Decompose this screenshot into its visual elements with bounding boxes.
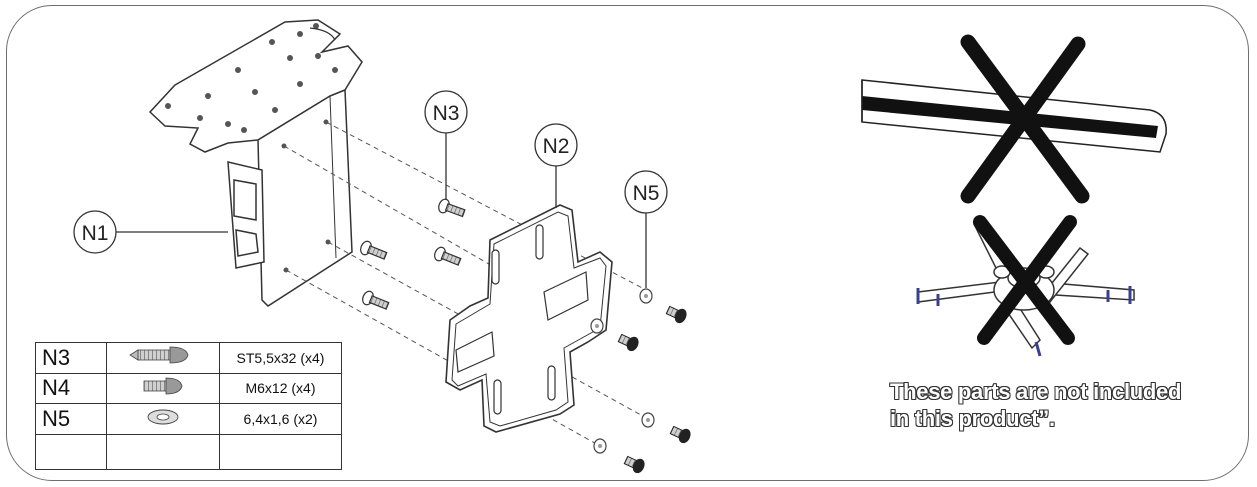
- note-line-1: These parts are not included: [890, 379, 1182, 404]
- part-spec: [219, 433, 342, 471]
- callout-n1: N1: [73, 210, 228, 254]
- washers-n5: [590, 288, 655, 454]
- part-code: N3: [35, 342, 107, 374]
- callout-n3: N3: [424, 90, 468, 200]
- callout-n2-label: N2: [543, 135, 570, 158]
- part-spec: M6x12 (x4): [219, 372, 342, 405]
- screws-n4: [617, 305, 691, 474]
- part-code: [35, 433, 107, 471]
- machine-screw-icon: [143, 377, 183, 395]
- table-row: [35, 433, 342, 471]
- callout-n3-label: N3: [433, 102, 460, 125]
- callout-n2: N2: [534, 123, 578, 208]
- note-line-2: in this product”.: [890, 406, 1055, 431]
- washer-icon: [147, 409, 179, 425]
- callout-n5-label: N5: [633, 182, 660, 205]
- callout-n5: N5: [624, 170, 668, 288]
- diagram-frame: [6, 5, 1249, 481]
- part-code: N4: [35, 372, 107, 405]
- soundbar-not-included: [861, 34, 1167, 204]
- parts-table: N3 ST5,5x32 (x4) N4 M6x12 (x4) N5: [35, 342, 342, 471]
- cross-plate: [445, 204, 613, 433]
- callout-n1-label: N1: [82, 222, 109, 245]
- not-included-note: These parts are not included in this pro…: [890, 378, 1240, 432]
- part-spec: ST5,5x32 (x4): [219, 342, 342, 374]
- screws-n3: [360, 198, 466, 310]
- table-row: N3 ST5,5x32 (x4): [35, 342, 342, 374]
- mounting-bracket: [148, 19, 363, 307]
- ceiling-mount-not-included: [916, 215, 1135, 357]
- self-tapping-screw-icon: [129, 346, 189, 364]
- part-code: N5: [35, 403, 107, 435]
- table-row: N5 6,4x1,6 (x2): [35, 403, 342, 435]
- table-row: N4 M6x12 (x4): [35, 372, 342, 405]
- part-spec: 6,4x1,6 (x2): [219, 403, 342, 435]
